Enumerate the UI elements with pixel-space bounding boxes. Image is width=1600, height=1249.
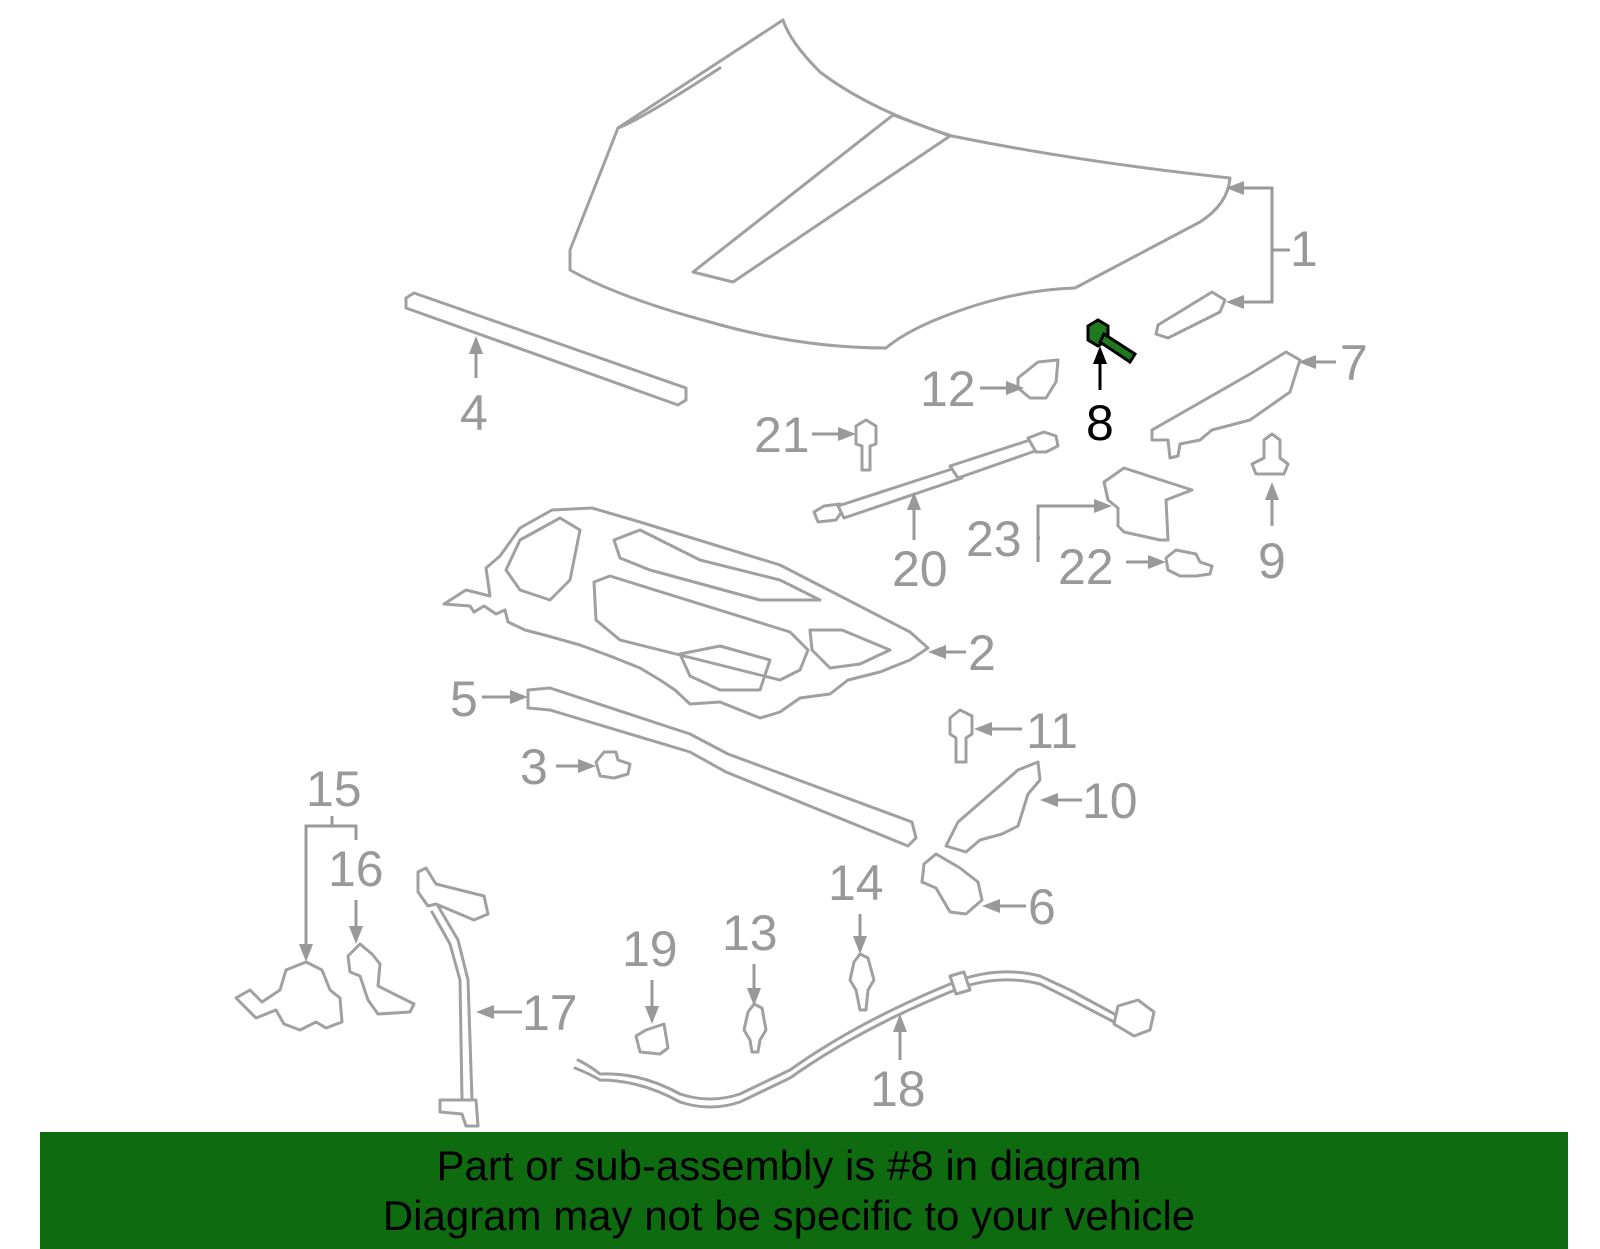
callout-11: 11 bbox=[1026, 703, 1078, 759]
callout-labels: 1 2 3 4 5 6 7 8 9 10 11 12 13 14 15 16 1… bbox=[306, 221, 1368, 1117]
callout-14: 14 bbox=[828, 855, 884, 911]
callout-23: 23 bbox=[966, 511, 1022, 567]
bolt-part-11 bbox=[948, 708, 974, 764]
callout-10: 10 bbox=[1082, 773, 1138, 829]
callout-6: 6 bbox=[1028, 879, 1056, 935]
callout-22: 22 bbox=[1058, 539, 1114, 595]
hood-hinge-plate bbox=[1154, 290, 1227, 340]
hood-panel bbox=[568, 18, 1232, 350]
clip-part-19 bbox=[634, 1022, 670, 1056]
callout-2: 2 bbox=[968, 625, 996, 681]
hood-weatherstrip bbox=[404, 291, 688, 407]
clip-part-13 bbox=[742, 1002, 768, 1054]
callout-9: 9 bbox=[1258, 533, 1286, 589]
release-cable-part-18 bbox=[573, 970, 1156, 1109]
callout-21: 21 bbox=[754, 407, 810, 463]
callout-12: 12 bbox=[920, 361, 976, 417]
callout-20: 20 bbox=[892, 541, 948, 597]
hood-latch-part-15 bbox=[234, 960, 344, 1032]
leader-lines bbox=[299, 181, 1336, 1060]
callout-18: 18 bbox=[870, 1061, 926, 1117]
info-banner: Part or sub-assembly is #8 in diagram Di… bbox=[40, 1132, 1568, 1249]
callout-16: 16 bbox=[328, 841, 384, 897]
clip-part-3 bbox=[594, 750, 632, 780]
callout-19: 19 bbox=[622, 921, 678, 977]
callout-7: 7 bbox=[1340, 335, 1368, 391]
bolt-part-8-highlighted bbox=[1086, 318, 1138, 365]
callout-3: 3 bbox=[520, 739, 548, 795]
hood-hinge-part-7 bbox=[1150, 350, 1302, 460]
callout-8-highlighted: 8 bbox=[1086, 395, 1114, 451]
callout-1: 1 bbox=[1290, 221, 1318, 277]
bolt-part-21 bbox=[854, 418, 878, 472]
callout-17: 17 bbox=[522, 985, 578, 1041]
spring-part-16 bbox=[346, 942, 416, 1016]
callout-4: 4 bbox=[460, 385, 488, 441]
callout-5: 5 bbox=[450, 671, 478, 727]
stud-part-9 bbox=[1250, 432, 1290, 476]
clip-part-14 bbox=[848, 952, 876, 1012]
banner-line-part-number: Part or sub-assembly is #8 in diagram bbox=[436, 1141, 1142, 1189]
pad-part-23 bbox=[1102, 466, 1194, 542]
hood-insulator-part-2 bbox=[442, 506, 930, 720]
clip-part-22 bbox=[1164, 548, 1214, 578]
bracket-part-6 bbox=[920, 852, 984, 916]
banner-line-disclaimer: Diagram may not be specific to your vehi… bbox=[382, 1191, 1196, 1239]
support-rod-part-17 bbox=[416, 866, 490, 1128]
seal-part-5 bbox=[526, 686, 918, 848]
callout-15: 15 bbox=[306, 761, 362, 817]
callout-13: 13 bbox=[722, 905, 778, 961]
bracket-part-12 bbox=[1016, 358, 1060, 400]
bracket-part-10 bbox=[944, 760, 1042, 854]
gas-strut-part-20 bbox=[812, 430, 1060, 524]
